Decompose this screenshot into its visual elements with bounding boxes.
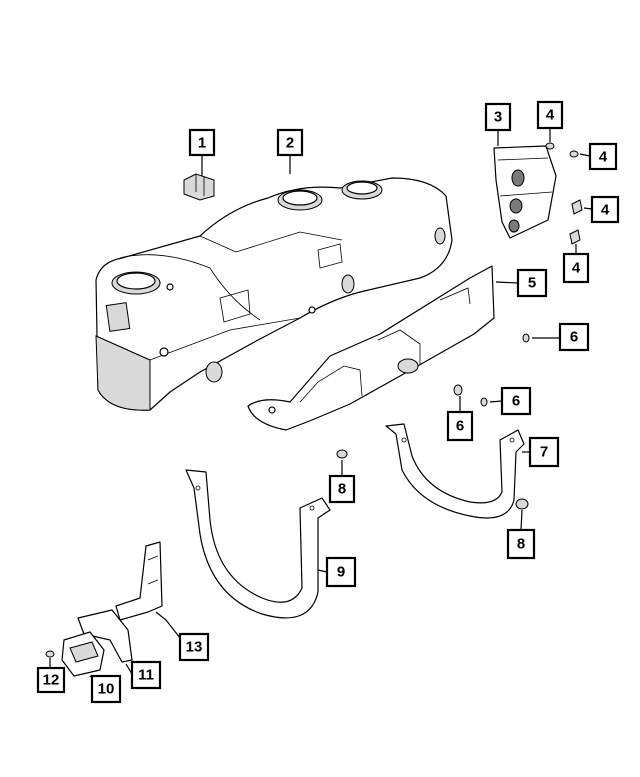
callout-8-left: 8 <box>328 474 356 504</box>
callout-5: 5 <box>516 268 548 298</box>
callout-label: 9 <box>337 564 345 581</box>
callout-4-right-lower: 4 <box>590 195 620 224</box>
callout-4-bottom: 4 <box>562 252 590 284</box>
nut-parts <box>545 142 583 245</box>
leader-lines <box>49 128 593 690</box>
callout-6-middle: 6 <box>500 386 532 416</box>
callout-label: 6 <box>456 418 464 435</box>
module-nut-part <box>45 650 55 658</box>
callout-label: 7 <box>540 444 548 461</box>
callout-9: 9 <box>325 556 357 588</box>
callout-3: 3 <box>484 102 512 132</box>
callout-6-left: 6 <box>446 410 474 442</box>
callout-label: 4 <box>572 260 581 277</box>
clip-part <box>183 173 215 201</box>
heat-shield-part <box>493 145 557 239</box>
callout-label: 6 <box>512 393 520 410</box>
callout-4-top: 4 <box>536 100 564 130</box>
callout-12: 12 <box>36 666 66 694</box>
fastener-parts <box>453 333 530 407</box>
skid-plate-part <box>247 265 495 431</box>
strap-nut-parts <box>336 449 529 510</box>
callout-label: 11 <box>138 667 154 684</box>
callout-4-right-upper: 4 <box>588 142 618 171</box>
callout-label: 10 <box>98 681 115 698</box>
callout-11: 11 <box>130 660 162 690</box>
callout-label: 13 <box>186 639 203 656</box>
callout-label: 4 <box>601 202 610 219</box>
fuel-tank <box>95 177 453 411</box>
callout-label: 5 <box>528 275 536 292</box>
callout-10: 10 <box>90 674 122 704</box>
callout-2: 2 <box>276 128 304 157</box>
callout-label: 6 <box>570 329 578 346</box>
callout-8-right: 8 <box>506 528 536 560</box>
callout-7: 7 <box>528 436 560 468</box>
callout-label: 4 <box>546 107 555 124</box>
callout-6-right: 6 <box>558 322 590 352</box>
callout-label: 12 <box>43 672 60 689</box>
callout-1: 1 <box>188 128 216 157</box>
bracket-part <box>115 541 163 621</box>
strap-right-part <box>385 423 525 519</box>
callout-label: 2 <box>286 135 294 152</box>
callout-label: 8 <box>338 481 346 498</box>
callout-label: 1 <box>198 135 206 152</box>
callout-label: 3 <box>494 109 502 126</box>
strap-left-part <box>185 469 331 619</box>
callout-label: 4 <box>599 149 608 166</box>
callout-label: 8 <box>517 536 525 553</box>
callout-13: 13 <box>178 632 210 662</box>
sensor-module-part <box>61 631 105 677</box>
